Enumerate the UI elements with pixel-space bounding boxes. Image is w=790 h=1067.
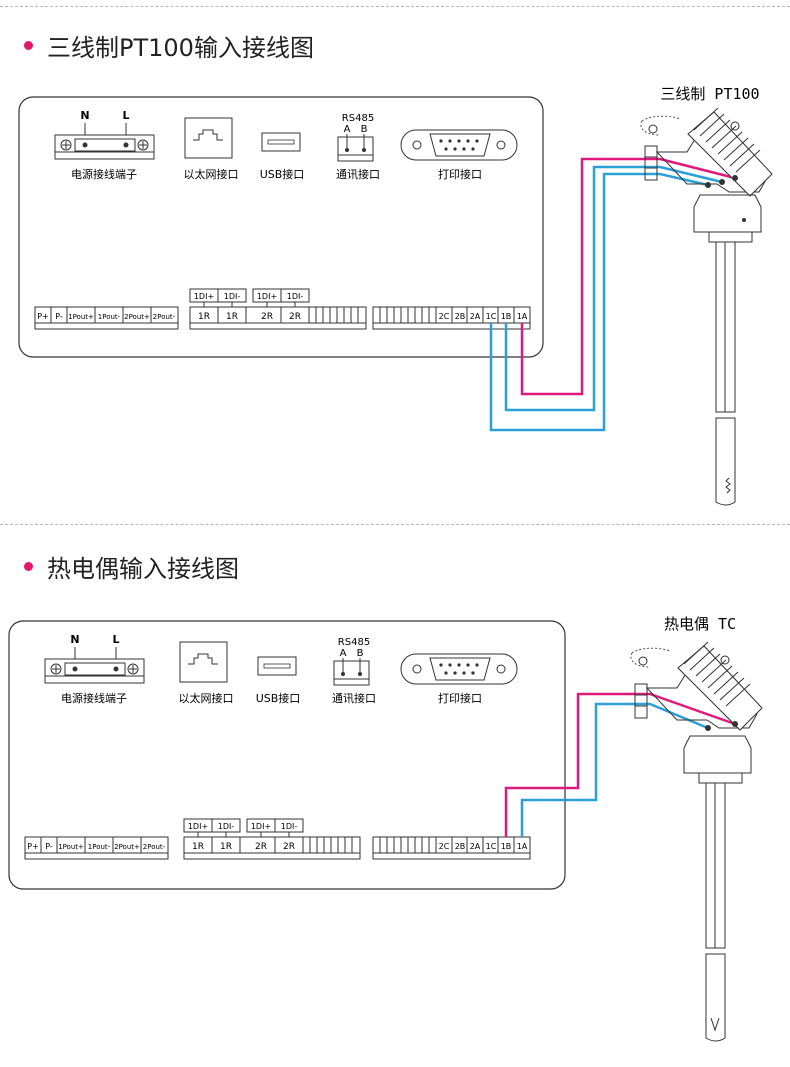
relay-label: 2R [289,312,301,322]
print-label: 打印接口 [438,167,482,181]
terminal-label: 2B [455,842,466,851]
rs485-b-label: B [361,124,368,135]
output-terminal-strip: P+ P- 1Pout+ 1Pout- 2Pout+ 2Pout- [24,836,169,860]
relay-label: 1R [192,842,204,852]
wire-pink [520,157,736,396]
rs485-a-label: A [344,124,351,135]
wire-blue [489,172,709,432]
di-label: 1DI- [287,292,304,301]
comm-port: RS485 A B 通讯接口 [336,113,380,181]
instrument-panel [8,620,566,890]
terminal-label: P- [45,842,53,851]
section2-title: 热电偶输入接线图 [24,549,239,584]
relay-label: 2R [283,842,295,852]
input-terminal-strip: 2C 2B 2A 1C 1B 1A [372,306,531,330]
bullet-icon [24,562,33,571]
di-label: 1DI+ [257,292,277,301]
instrument-panel [18,96,544,358]
usb-label: USB接口 [260,168,305,181]
relay-label: 1R [226,312,238,322]
divider-top [0,6,790,7]
power-n-label: N [80,109,89,122]
terminal-label: 1C [486,312,497,321]
terminal-label: 1B [501,312,512,321]
relay-label: 1R [220,842,232,852]
comm-label: 通讯接口 [336,168,380,181]
section1-title: 三线制PT100输入接线图 [24,28,314,63]
terminal-label: P- [55,312,63,321]
terminal-label: 1A [517,312,528,321]
relay-label: 2R [255,842,267,852]
terminal-label: P+ [27,842,39,851]
di-label: 1DI+ [188,822,208,831]
divider-middle [0,524,790,525]
terminal-label: 2Pout- [143,843,166,851]
output-terminal-strip: P+ P- 1Pout+ 1Pout- 2Pout+ 2Pout- [34,306,179,330]
terminal-label: 2C [439,312,450,321]
section1-title-text: 三线制PT100输入接线图 [47,34,314,62]
power-terminal-label: 电源接线端子 [61,691,127,705]
relay-di-terminal-strip: 1DI+ 1DI- 1DI+ 1DI- 1R 1R 2R 2R [183,818,361,860]
terminal-label: 1C [486,842,497,851]
print-port: 打印接口 [400,129,518,181]
usb-port: USB接口 [256,656,301,705]
di-label: 1DI- [281,822,298,831]
relay-di-terminal-strip: 1DI+ 1DI- 1DI+ 1DI- 1R 1R 2R 2R [189,288,367,330]
power-terminal: N L 电源接线端子 [44,633,145,705]
terminal-label: P+ [37,312,49,321]
power-terminal-label: 电源接线端子 [71,167,137,181]
tc-wires [504,692,736,837]
ethernet-port: 以太网接口 [179,641,234,705]
relay-label: 2R [261,312,273,322]
pt100-wires [489,157,736,432]
pt100-wiring-diagram: N L 电源接线端子 以太网接口 USB接口 RS485 A B 通讯接口 [18,85,773,506]
usb-port: USB接口 [260,132,305,181]
terminal-label: 2B [455,312,466,321]
terminal-label: 1B [501,842,512,851]
wire-pink [504,692,736,837]
di-label: 1DI+ [194,292,214,301]
sensor-label: 热电偶 TC [664,615,736,633]
usb-label: USB接口 [256,692,301,705]
comm-port: RS485 A B 通讯接口 [332,637,376,705]
terminal-label: 2A [470,312,481,321]
power-l-label: L [112,633,119,646]
terminal-label: 2Pout+ [124,313,150,321]
rs485-label: RS485 [342,113,374,124]
terminal-label: 1Pout- [88,843,111,851]
terminal-label: 2Pout+ [114,843,140,851]
wire-blue [504,165,723,412]
terminal-label: 2C [439,842,450,851]
terminal-label: 2A [470,842,481,851]
input-terminal-strip: 2C 2B 2A 1C 1B 1A [372,836,531,860]
rs485-b-label: B [357,648,364,659]
relay-label: 1R [198,312,210,322]
power-n-label: N [70,633,79,646]
ethernet-label: 以太网接口 [179,692,234,705]
print-port: 打印接口 [400,653,518,705]
wire-blue [520,702,709,837]
terminal-label: 1Pout+ [58,843,84,851]
di-label: 1DI- [224,292,241,301]
terminal-label: 1Pout- [98,313,121,321]
di-label: 1DI- [218,822,235,831]
power-l-label: L [122,109,129,122]
power-terminal: N L 电源接线端子 [54,109,155,181]
terminal-label: 1A [517,842,528,851]
pt100-sensor: 三线制 PT100 [640,85,773,506]
comm-label: 通讯接口 [332,692,376,705]
ethernet-label: 以太网接口 [184,168,239,181]
rs485-a-label: A [340,648,347,659]
sensor-label: 三线制 PT100 [660,85,759,103]
print-label: 打印接口 [438,691,482,705]
ethernet-port: 以太网接口 [184,117,239,181]
terminal-label: 1Pout+ [68,313,94,321]
rs485-label: RS485 [338,637,370,648]
di-label: 1DI+ [251,822,271,831]
terminal-label: 2Pout- [153,313,176,321]
tc-sensor: 热电偶 TC [630,615,763,1042]
bullet-icon [24,41,33,50]
section2-title-text: 热电偶输入接线图 [47,555,239,583]
